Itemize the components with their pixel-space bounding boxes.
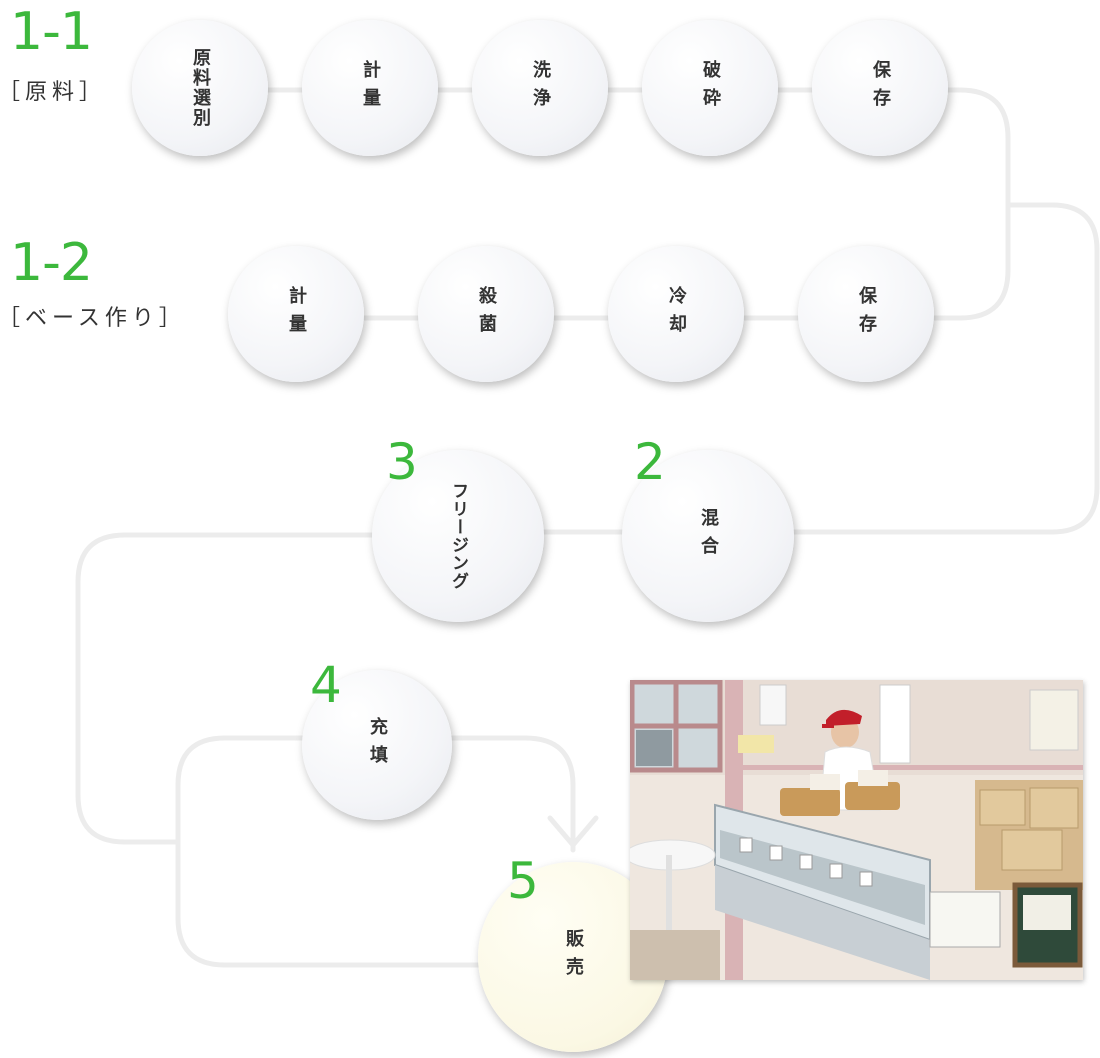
step-label: 殺菌: [468, 286, 504, 342]
stage-1-2-number: 1-2: [10, 237, 92, 289]
step-label: 計量: [352, 60, 388, 116]
step-label: 原料選別: [188, 48, 212, 128]
step-1-2-sterilization: 殺菌: [418, 246, 554, 382]
step-2-number: 2: [634, 437, 666, 487]
stage-1-1-label: ［原料］: [0, 74, 106, 106]
step-1-1-storage: 保存: [812, 20, 948, 156]
step-1-1-washing: 洗浄: [472, 20, 608, 156]
step-label: 充填: [359, 717, 395, 773]
step-1-1-raw-material-sorting: 原料選別: [132, 20, 268, 156]
step-label: 洗浄: [522, 60, 558, 116]
step-5-number: 5: [507, 856, 539, 906]
step-3-number: 3: [386, 437, 418, 487]
step-4-number: 4: [310, 660, 342, 710]
step-1-2-weighing: 計量: [228, 246, 364, 382]
step-label: 保存: [848, 286, 884, 342]
step-1-2-storage: 保存: [798, 246, 934, 382]
step-label: 計量: [278, 286, 314, 342]
step-1-1-crushing: 破砕: [642, 20, 778, 156]
step-1-1-weighing: 計量: [302, 20, 438, 156]
shop-counter-photo: [630, 680, 1083, 980]
step-label: 混合: [690, 508, 726, 564]
shop-counter-illustration: [630, 680, 1083, 980]
step-label: 破砕: [692, 60, 728, 116]
stage-1-1-number: 1-1: [10, 6, 92, 58]
step-label: 販売: [555, 929, 591, 985]
step-1-2-cooling: 冷却: [608, 246, 744, 382]
stage-1-2-label: ［ベース作り］: [0, 300, 186, 332]
step-label: 冷却: [658, 286, 694, 342]
step-label: 保存: [862, 60, 898, 116]
step-label: フリージング: [446, 482, 470, 590]
